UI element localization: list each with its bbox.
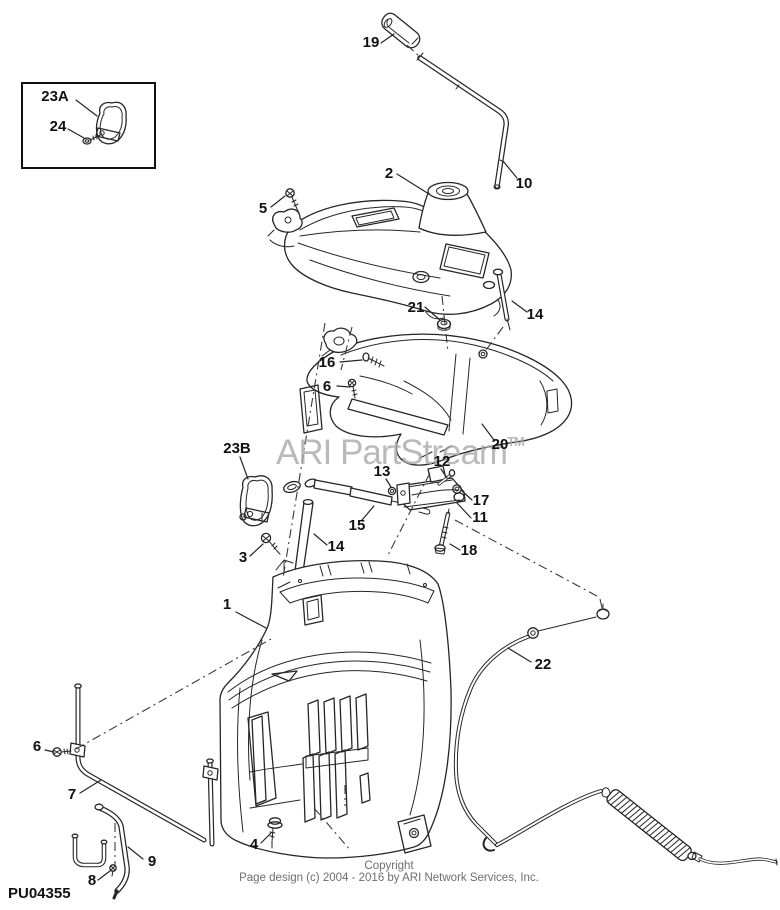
part-12-pin	[437, 469, 456, 486]
callout-20[interactable]: 20	[492, 436, 509, 453]
part-3-screw	[260, 532, 281, 555]
callout-23b[interactable]: 23B	[223, 440, 251, 457]
callout-18[interactable]: 18	[461, 542, 478, 559]
callout-17[interactable]: 17	[473, 492, 490, 509]
watermark: ARI PartStreamTM	[276, 433, 524, 472]
callout-13[interactable]: 13	[374, 463, 391, 480]
callout-21[interactable]: 21	[408, 299, 425, 316]
callout-22[interactable]: 22	[535, 656, 552, 673]
drawing-code: PU04355	[8, 885, 71, 902]
callout-9[interactable]: 9	[148, 853, 156, 870]
part-6-screw-middle	[347, 378, 358, 399]
alignment-lines	[75, 44, 603, 865]
part-23b-key	[239, 475, 273, 527]
part-23a-drawing	[95, 101, 127, 145]
part-2-console	[267, 181, 512, 320]
callout-24[interactable]: 24	[50, 118, 67, 135]
part-10-lever	[416, 52, 509, 190]
callout-8[interactable]: 8	[88, 872, 96, 889]
callout-14a[interactable]: 14	[527, 306, 544, 323]
part-4-screw	[267, 817, 283, 849]
part-20-bracket	[299, 333, 573, 466]
callout-3[interactable]: 3	[239, 549, 247, 566]
callout-4[interactable]: 4	[250, 836, 259, 853]
part-24-drawing	[82, 134, 101, 145]
callout-6a[interactable]: 6	[323, 378, 331, 395]
callout-6b[interactable]: 6	[33, 738, 41, 755]
part-16-latch-screw	[321, 327, 385, 368]
part-21-nut	[436, 318, 452, 331]
callout-15[interactable]: 15	[349, 517, 366, 534]
part-9-bracket	[71, 803, 130, 900]
part-7-rod	[69, 683, 219, 847]
callout-7[interactable]: 7	[68, 786, 76, 803]
copyright-line1: Copyright	[364, 860, 414, 872]
callout-5[interactable]: 5	[259, 200, 267, 217]
part-6-screw-lower	[52, 747, 72, 757]
callout-2[interactable]: 2	[385, 165, 393, 182]
copyright-line2: Page design (c) 2004 - 2016 by ARI Netwo…	[239, 872, 539, 884]
callout-23a[interactable]: 23A	[41, 88, 69, 105]
callout-19[interactable]: 19	[363, 34, 380, 51]
part-19-grip	[381, 12, 421, 49]
part-18-bolt	[434, 508, 451, 555]
callout-labels: 23A 24 19 10 2 5 21 14 16 6 20 23B 13 12…	[33, 34, 552, 889]
part-17-nut	[452, 484, 462, 494]
callout-14b[interactable]: 14	[328, 538, 345, 555]
cable-spring	[601, 787, 692, 862]
callout-11[interactable]: 11	[472, 509, 488, 526]
callout-16[interactable]: 16	[319, 354, 336, 371]
leader-lines	[44, 33, 532, 881]
callout-12[interactable]: 12	[434, 453, 451, 470]
inset-box	[21, 82, 156, 169]
callout-1[interactable]: 1	[223, 596, 231, 613]
part-8-screw	[109, 864, 117, 877]
part-1-housing	[219, 559, 452, 859]
part-14-pin-upper	[492, 268, 511, 331]
callout-10[interactable]: 10	[516, 175, 533, 192]
part-22-cable	[453, 603, 778, 866]
part-5-screw	[285, 188, 300, 214]
part-13-nut	[387, 486, 397, 496]
